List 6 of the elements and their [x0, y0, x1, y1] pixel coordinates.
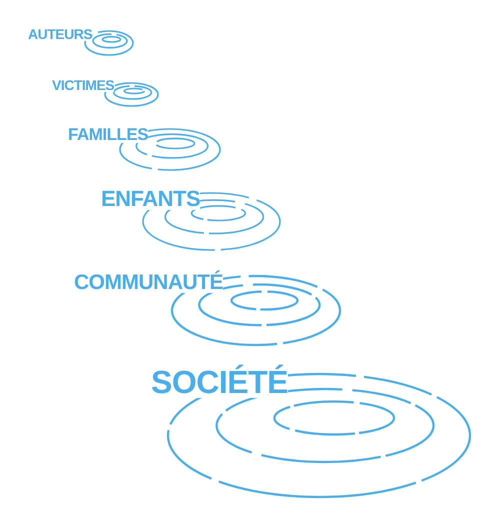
level-label: ENFANTS [101, 188, 200, 210]
level-label: SOCIÉTÉ [151, 366, 288, 398]
level-label: COMMUNAUTÉ [74, 272, 223, 293]
level-label: AUTEURS [28, 27, 92, 41]
level-label: VICTIMES [52, 78, 114, 92]
level-label: FAMILLES [68, 126, 148, 143]
